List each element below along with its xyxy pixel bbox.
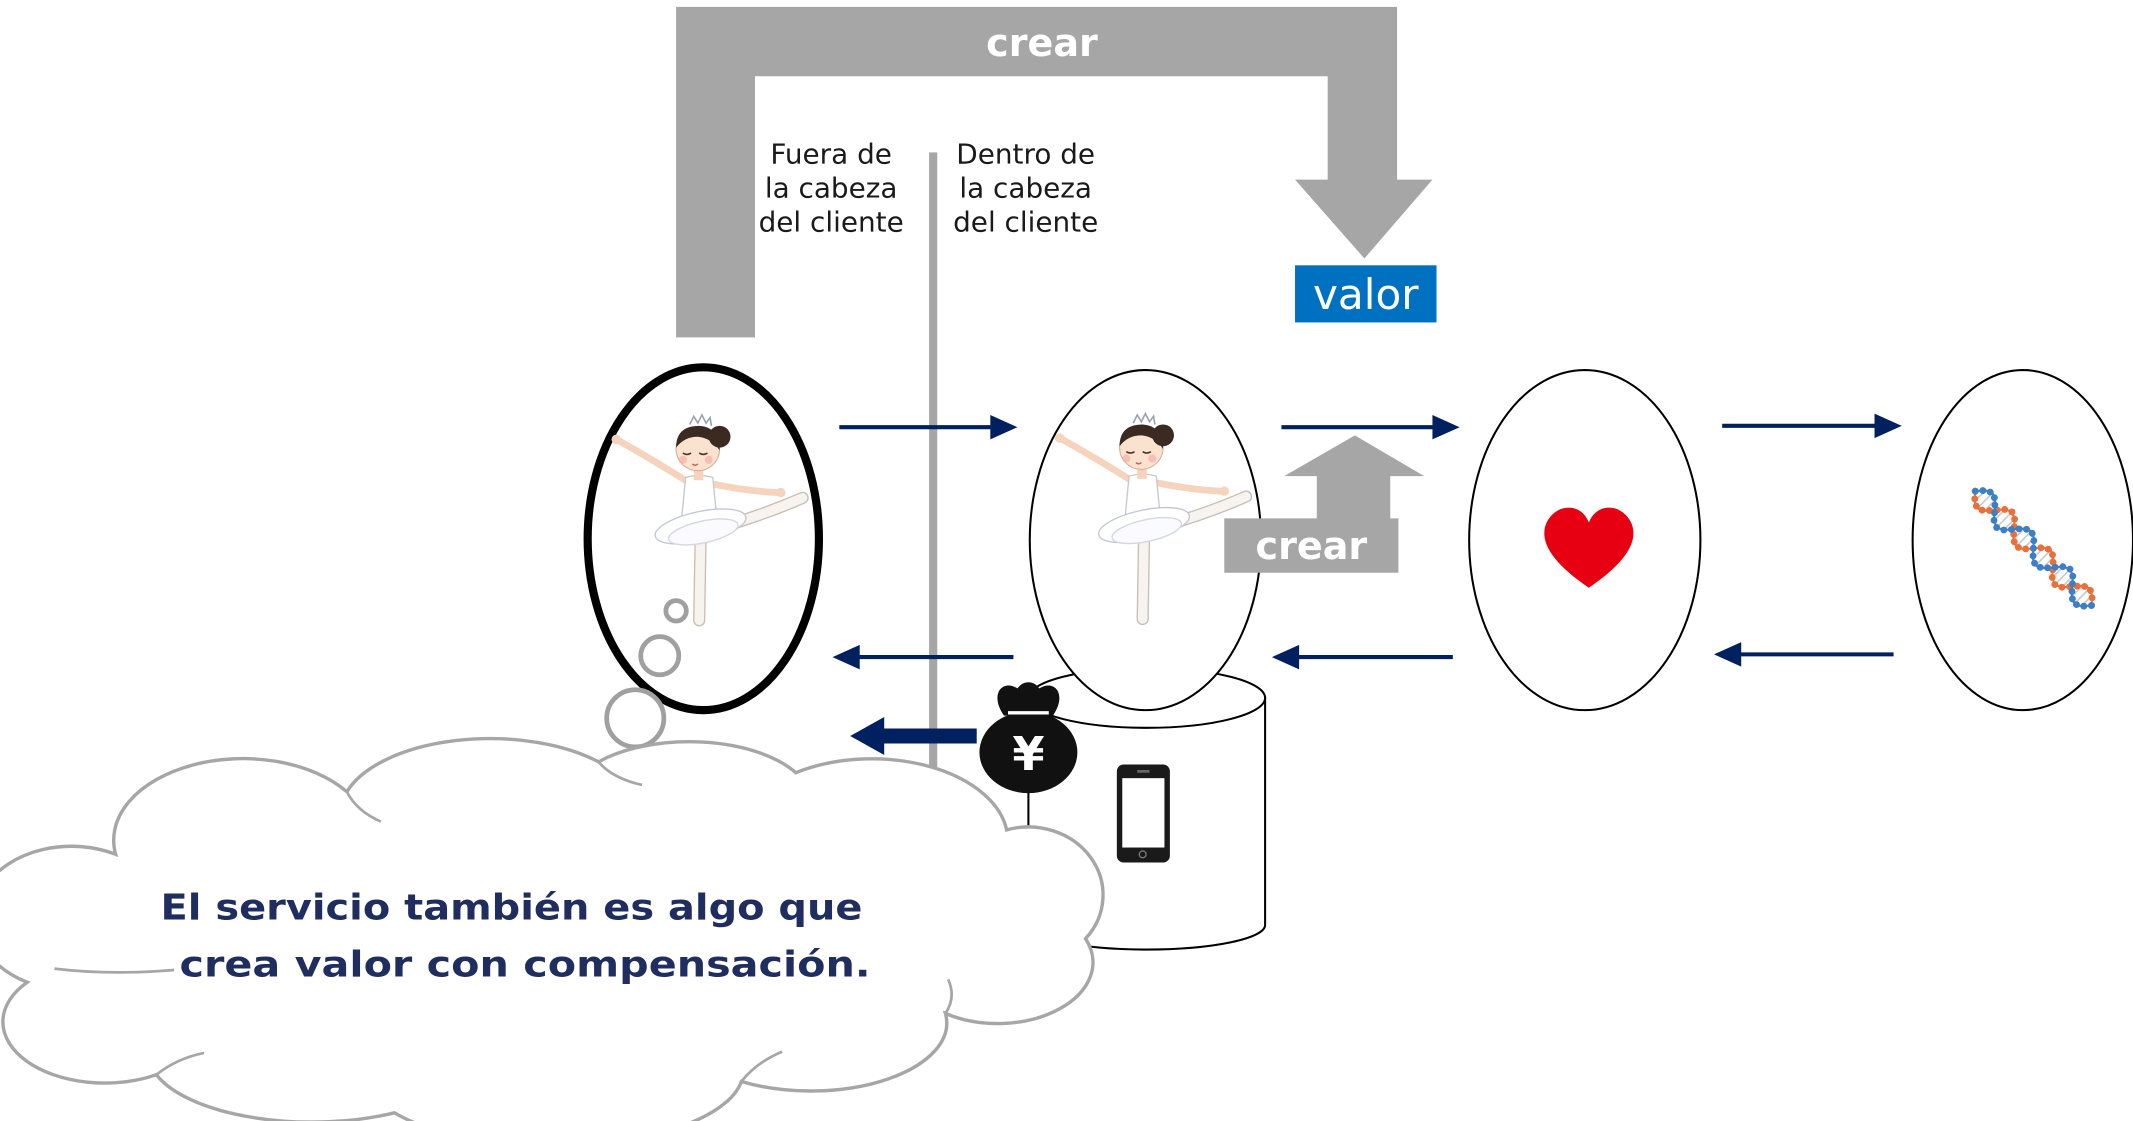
thought-bubbles [604, 598, 689, 750]
outside-label-line-3: del cliente [759, 205, 904, 238]
inside-label-line-3: del cliente [953, 205, 1098, 238]
payment-arrow-head [850, 716, 885, 756]
arrow-right-1 [839, 414, 1018, 440]
inside-head-label: Dentro de la cabeza del cliente [953, 137, 1098, 238]
arrow-right-3-head [1874, 413, 1902, 439]
outside-label-line-2: la cabeza [765, 171, 898, 204]
create-value-arrow-label: crear [1256, 524, 1368, 568]
money-bag-body [979, 711, 1078, 794]
cloud-shape [0, 736, 1105, 1121]
arrow-right-2 [1281, 414, 1460, 440]
arrow-left-2-head [1271, 644, 1300, 670]
flow-arrows [832, 413, 1902, 756]
payment-arrow [850, 716, 977, 756]
dna-icon [1971, 486, 2096, 610]
thought-bubble-small [663, 598, 689, 624]
arrow-right-1-head [990, 414, 1018, 440]
cloud-text-line-2: crea valor con compensación. [180, 945, 871, 986]
outside-head-label: Fuera de la cabeza del cliente [759, 137, 904, 238]
smartphone-speaker [1137, 769, 1150, 773]
smartphone-home-button [1138, 850, 1147, 859]
arrow-left-3 [1714, 642, 1894, 667]
create-value-arrow: crear [1224, 435, 1425, 573]
arrow-left-2 [1271, 644, 1453, 670]
top-create-arrow-label: crear [986, 21, 1098, 65]
inside-label-line-1: Dentro de [956, 137, 1095, 170]
cloud-text-line-1: El servicio también es algo que [161, 888, 863, 929]
cloud-inner-lines [54, 760, 953, 1083]
value-box-background [1295, 265, 1437, 323]
smartphone-icon [1116, 764, 1170, 863]
arrow-left-1-head [832, 644, 860, 670]
outside-label-line-1: Fuera de [770, 137, 892, 170]
speech-cloud: El servicio también es algo que crea val… [0, 736, 1105, 1121]
arrow-right-2-head [1432, 414, 1460, 440]
dna-strand-blue-beads [1971, 486, 2096, 610]
thought-bubble-medium [638, 634, 682, 678]
arrow-right-3 [1722, 413, 1902, 439]
smartphone-screen [1122, 778, 1165, 848]
inside-label-line-2: la cabeza [959, 171, 1092, 204]
money-bag-icon: ¥ [979, 682, 1078, 794]
money-bag-symbol: ¥ [1012, 727, 1044, 781]
create-value-arrow-shape [1224, 435, 1425, 573]
top-create-arrow: crear [676, 6, 1433, 338]
arrow-left-1 [832, 644, 1014, 670]
thought-bubble-large [604, 687, 667, 750]
heart-icon [1544, 507, 1634, 588]
money-bag-top [997, 682, 1060, 716]
arrow-left-3-head [1714, 642, 1742, 667]
value-box: valor [1295, 265, 1437, 323]
divider-line [929, 152, 938, 1041]
top-create-arrow-shape [676, 6, 1433, 338]
dna-rungs [1974, 489, 2093, 607]
value-box-label: valor [1313, 270, 1419, 319]
